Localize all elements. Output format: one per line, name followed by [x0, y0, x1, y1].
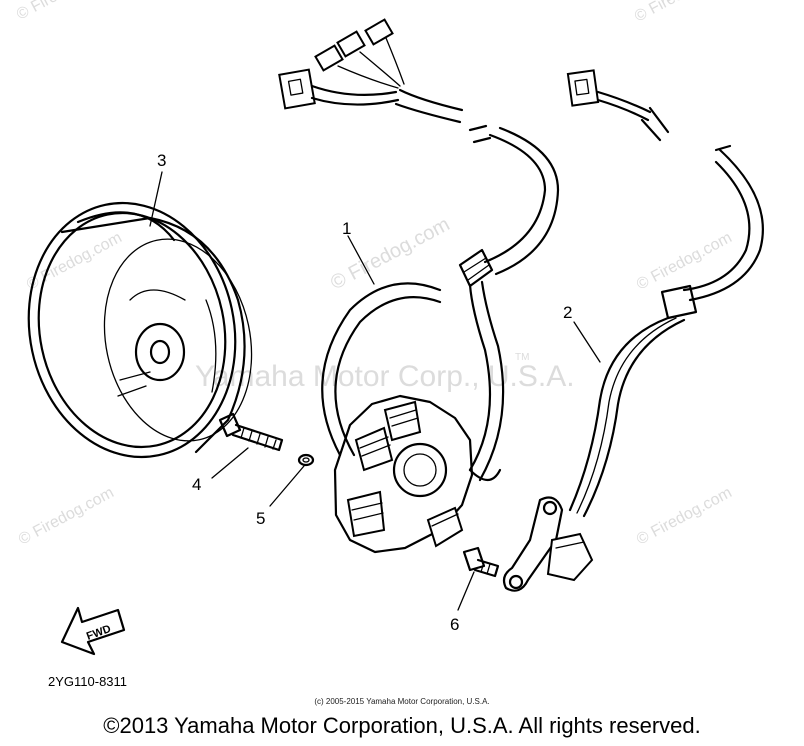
watermark-right-low: © Firedog.com [634, 484, 735, 548]
leader-lines [149, 171, 601, 611]
fwd-label: FWD [85, 623, 113, 643]
callout-6: 6 [450, 615, 459, 634]
callout-5: 5 [256, 509, 265, 528]
watermark-corner-tl: © Firedog.com [14, 0, 115, 24]
callout-1: 1 [342, 219, 351, 238]
screw-small [462, 546, 500, 578]
fwd-arrow: FWD [60, 606, 126, 656]
small-copyright: (c) 2005-2015 Yamaha Motor Corporation, … [314, 697, 490, 706]
flywheel-rotor [27, 201, 253, 459]
watermark-corner-tr: © Firedog.com [632, 0, 733, 26]
callout-2: 2 [563, 303, 572, 322]
watermark-left-mid: © Firedog.com [24, 229, 125, 293]
stator-assembly [278, 18, 560, 554]
callout-4: 4 [192, 475, 201, 494]
callout-3: 3 [157, 151, 166, 170]
washer [297, 453, 315, 467]
pickup-coil [502, 69, 764, 592]
watermark-right-mid: © Firedog.com [634, 229, 735, 293]
watermark-left-low: © Firedog.com [16, 484, 117, 548]
screw [218, 412, 284, 452]
part-code: 2YG110-8311 [48, 674, 127, 689]
copyright-notice: ©2013 Yamaha Motor Corporation, U.S.A. A… [103, 713, 701, 738]
watermark-yamaha: Yamaha Motor Corp., U.S.A. [195, 360, 575, 393]
watermark-trademark: TM [515, 352, 529, 363]
callout-labels: 1 2 3 4 5 6 [157, 151, 572, 634]
